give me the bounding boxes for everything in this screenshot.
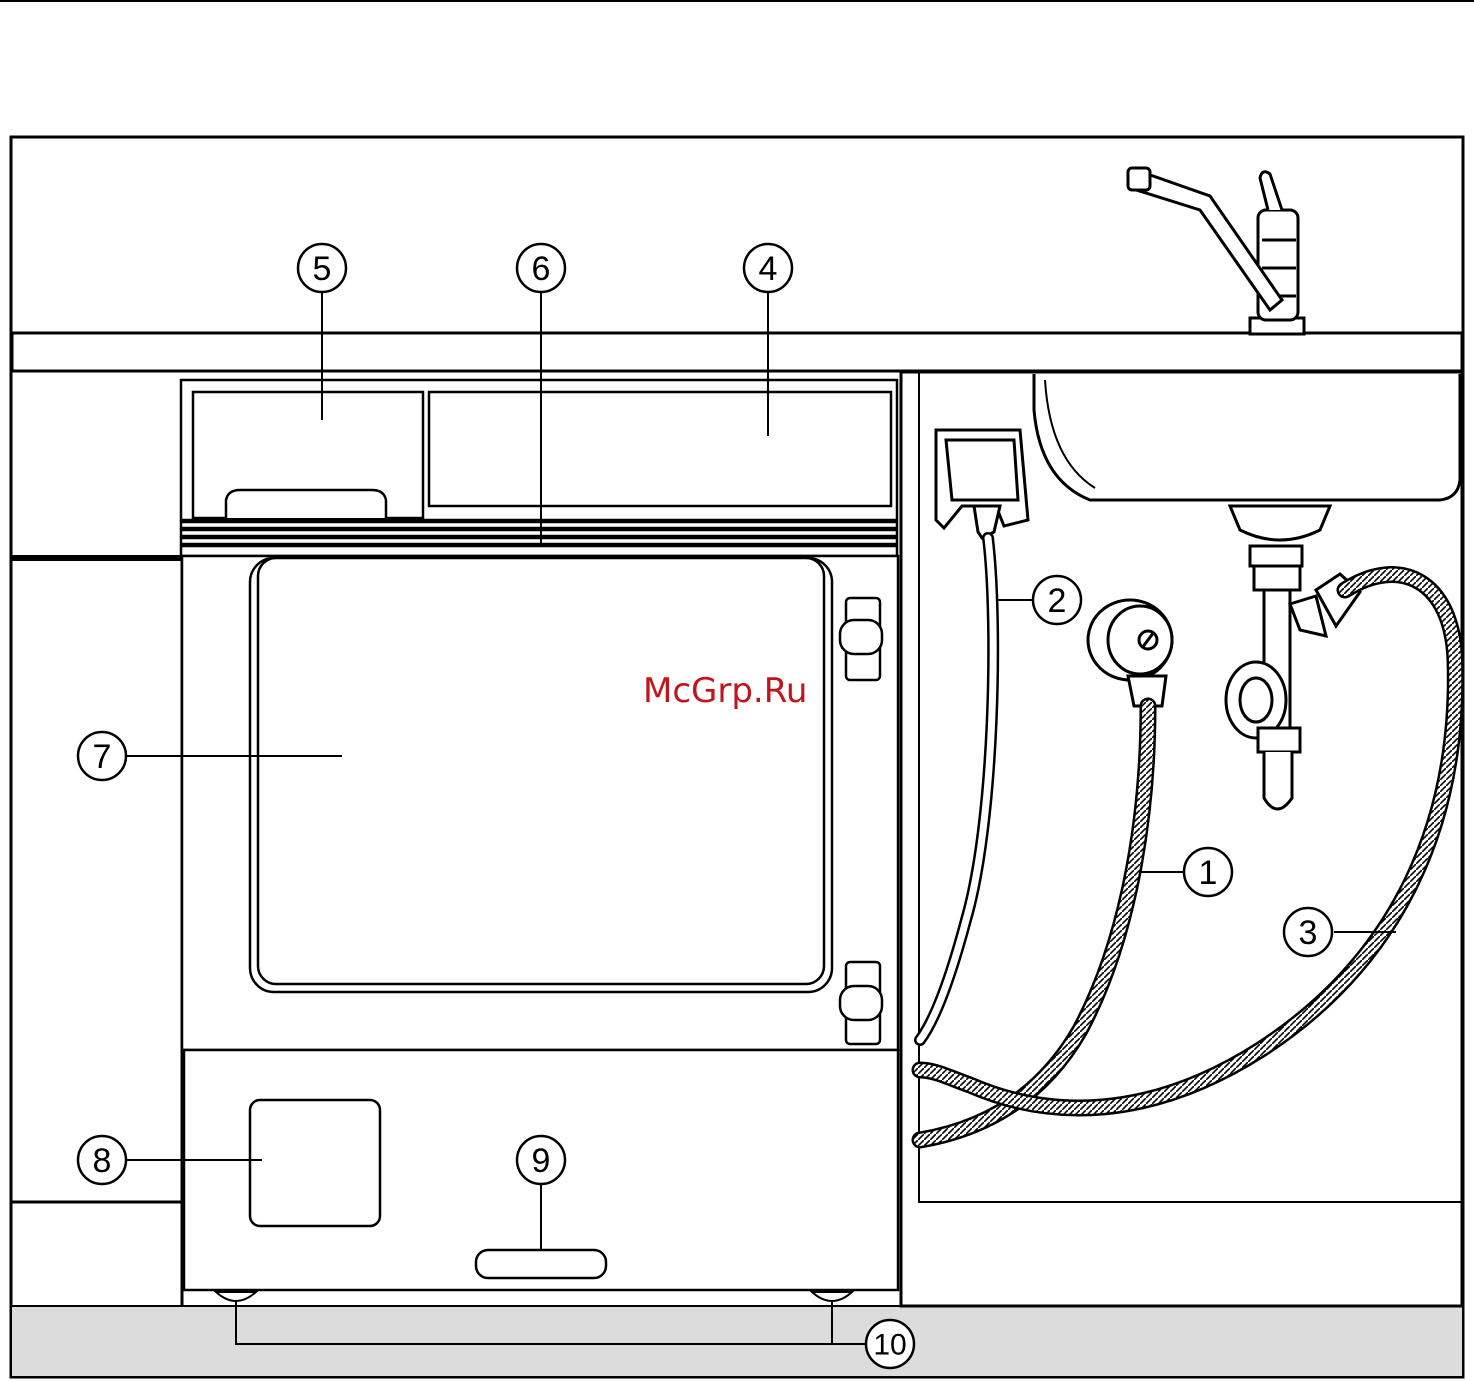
callout-4: 4 xyxy=(744,244,792,292)
sink-basin xyxy=(1034,374,1460,500)
callout-10-label: 10 xyxy=(873,1329,906,1362)
callout-10: 10 xyxy=(866,1320,914,1368)
worktop xyxy=(12,333,1462,371)
callout-8-label: 8 xyxy=(93,1142,112,1180)
callout-9-label: 9 xyxy=(532,1142,551,1180)
callout-2: 2 xyxy=(1033,576,1081,624)
callout-4-label: 4 xyxy=(759,250,778,288)
callout-3: 3 xyxy=(1284,908,1332,956)
callout-5-label: 5 xyxy=(313,250,332,288)
callout-2-label: 2 xyxy=(1048,582,1067,620)
callout-9: 9 xyxy=(517,1136,565,1184)
watermark: McGrp.Ru xyxy=(643,671,807,711)
callout-3-label: 3 xyxy=(1299,914,1318,952)
callout-7-label: 7 xyxy=(93,738,112,776)
callout-1-label: 1 xyxy=(1199,854,1218,892)
callout-6-label: 6 xyxy=(532,250,551,288)
callout-5: 5 xyxy=(298,244,346,292)
callout-1: 1 xyxy=(1184,848,1232,896)
callout-7: 7 xyxy=(78,732,126,780)
electrical-socket xyxy=(936,430,1028,538)
floor xyxy=(12,1306,1462,1376)
callout-6: 6 xyxy=(517,244,565,292)
callout-8: 8 xyxy=(78,1136,126,1184)
